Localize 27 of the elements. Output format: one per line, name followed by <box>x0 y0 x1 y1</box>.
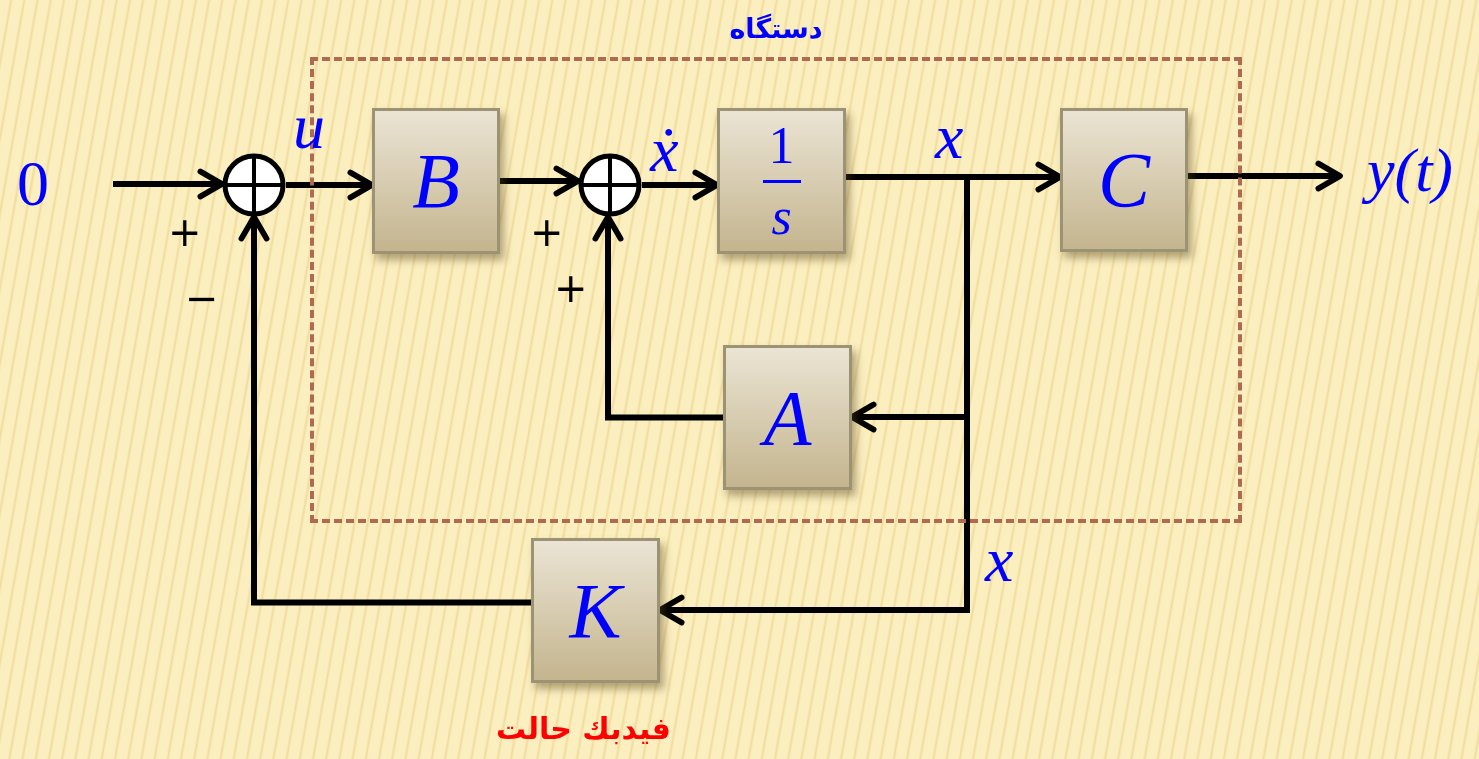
edge-label: x <box>935 105 964 169</box>
block-label: B <box>412 142 460 220</box>
arrow <box>500 165 581 197</box>
sign-label: + <box>554 268 588 308</box>
block-box <box>1060 108 1188 252</box>
arrow <box>238 214 531 606</box>
arrow <box>113 168 225 200</box>
summing-junction <box>222 153 286 217</box>
arrow <box>592 214 723 421</box>
block-box <box>372 108 500 254</box>
block-caption: فیدبك حالت <box>496 711 671 746</box>
sign-label: + <box>530 212 564 252</box>
edge-label: x <box>985 528 1014 592</box>
block-box <box>531 538 660 683</box>
arrow <box>1188 160 1343 192</box>
denominator: s <box>771 190 792 243</box>
edge-label: u <box>293 95 325 159</box>
signal-label: 0 <box>17 152 49 216</box>
block-label: C <box>1098 141 1150 219</box>
block-box <box>723 345 852 490</box>
numerator: 1 <box>768 119 795 172</box>
sign-label: + <box>168 212 202 252</box>
group-title: دستگاه <box>728 13 824 44</box>
block-box <box>717 108 846 254</box>
summing-junction <box>578 153 642 217</box>
edge-label: ẋ <box>650 118 679 182</box>
sign-label: − <box>185 278 219 318</box>
